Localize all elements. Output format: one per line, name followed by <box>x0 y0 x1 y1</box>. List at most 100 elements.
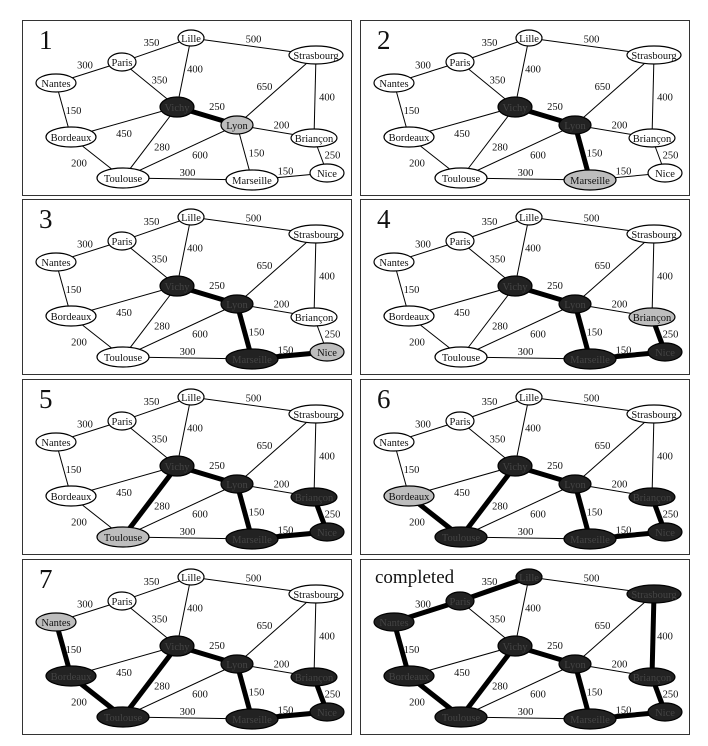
edge-strasbourg-briancon <box>651 233 655 318</box>
node-label: Lyon <box>226 660 248 671</box>
node-lille: Lille <box>515 208 543 226</box>
edge-weight-label: 500 <box>246 35 262 46</box>
node-toulouse-visited: Toulouse <box>96 706 150 728</box>
edge-weight-label: 500 <box>246 394 262 405</box>
edge-weight-label: 300 <box>77 61 93 72</box>
node-label: Lille <box>181 393 201 404</box>
edge-weight-label: 400 <box>319 272 335 283</box>
node-label: Bordeaux <box>51 133 93 144</box>
node-ellipse <box>626 584 682 604</box>
node-label: Nantes <box>41 438 70 449</box>
edge-weight-label: 200 <box>612 300 628 311</box>
edge-weight-label: 300 <box>518 347 534 358</box>
edge-strasbourg-briancon <box>313 54 317 139</box>
node-lyon-visited: Lyon <box>558 294 592 314</box>
edge-weight-label: 150 <box>616 526 632 537</box>
node-label: Nantes <box>379 438 408 449</box>
node-label: Marseille <box>232 355 272 366</box>
node-lille: Lille <box>177 29 205 47</box>
node-bordeaux: Bordeaux <box>383 305 435 327</box>
edge-weight-label: 500 <box>584 35 600 46</box>
node-ellipse <box>290 667 338 687</box>
edge-lille-vichy <box>176 396 192 467</box>
edge-weight-label: 400 <box>657 272 673 283</box>
node-label: Nice <box>317 348 337 359</box>
node-paris: Paris <box>107 411 137 431</box>
node-label: Lyon <box>226 480 248 491</box>
node-ellipse <box>220 294 254 314</box>
edge-weight-label: 400 <box>319 93 335 104</box>
node-label: Toulouse <box>442 353 481 364</box>
edge-lille-vichy <box>176 37 192 108</box>
node-ellipse <box>628 487 676 507</box>
edge-weight-label: 350 <box>152 76 168 87</box>
edge-weight-label: 350 <box>152 615 168 626</box>
node-ellipse <box>225 348 279 370</box>
edge-weight-label: 200 <box>274 480 290 491</box>
edge-weight-label: 200 <box>612 480 628 491</box>
edge-weight-label: 300 <box>518 707 534 718</box>
edge-weight-label: 200 <box>612 660 628 671</box>
edge-strasbourg-lyon <box>574 593 655 665</box>
edge-weight-label: 200 <box>71 159 87 170</box>
edge-weight-label: 400 <box>319 452 335 463</box>
node-briancon: Briançon <box>628 128 676 148</box>
edge-vichy-toulouse <box>460 106 516 179</box>
edge-lille-vichy <box>176 216 192 287</box>
edge-weight-label: 280 <box>154 502 170 513</box>
edge-weight-label: 500 <box>584 394 600 405</box>
edge-weight-label: 650 <box>257 261 273 272</box>
edge-weight-label: 300 <box>415 61 431 72</box>
node-ellipse <box>107 411 137 431</box>
edge-weight-label: 350 <box>144 38 160 49</box>
edge-weight-label: 450 <box>454 668 470 679</box>
edge-weight-label: 280 <box>154 143 170 154</box>
edge-weight-label: 150 <box>404 285 420 296</box>
node-toulouse-candidate: Toulouse <box>96 526 150 548</box>
node-label: Vichy <box>164 462 190 473</box>
node-paris-visited: Paris <box>445 591 475 611</box>
node-briancon-candidate: Briançon <box>628 307 676 327</box>
edge-weight-label: 450 <box>116 668 132 679</box>
node-label: Briançon <box>633 134 672 145</box>
node-nice-candidate: Nice <box>309 342 345 362</box>
node-ellipse <box>288 584 344 604</box>
node-vichy-visited: Vichy <box>497 96 533 118</box>
edge-weight-label: 450 <box>454 488 470 499</box>
node-ellipse <box>45 665 97 687</box>
edge-weight-label: 200 <box>71 518 87 529</box>
node-nice-visited: Nice <box>647 342 683 362</box>
node-bordeaux-visited: Bordeaux <box>45 665 97 687</box>
node-toulouse-visited: Toulouse <box>434 706 488 728</box>
edge-weight-label: 150 <box>278 346 294 357</box>
edge-weight-label: 200 <box>274 660 290 671</box>
node-label: Lyon <box>226 300 248 311</box>
node-briancon: Briançon <box>290 307 338 327</box>
node-label: Lyon <box>564 480 586 491</box>
node-paris: Paris <box>445 231 475 251</box>
node-label: Nice <box>655 708 675 719</box>
node-ellipse <box>45 126 97 148</box>
node-label: Paris <box>450 417 471 428</box>
edge-weight-label: 250 <box>547 641 563 652</box>
node-ellipse <box>373 432 415 452</box>
node-label: Lille <box>519 213 539 224</box>
node-ellipse <box>35 73 77 93</box>
edge-weight-label: 350 <box>152 255 168 266</box>
node-lille: Lille <box>515 29 543 47</box>
edge-weight-label: 400 <box>525 65 541 76</box>
node-bordeaux: Bordeaux <box>383 126 435 148</box>
node-label: Nice <box>317 708 337 719</box>
node-vichy-visited: Vichy <box>497 275 533 297</box>
node-label: Lille <box>519 393 539 404</box>
edge-weight-label: 280 <box>492 502 508 513</box>
edge-weight-label: 250 <box>547 461 563 472</box>
node-ellipse <box>288 224 344 244</box>
node-label: Strasbourg <box>293 590 339 601</box>
edge-lille-vichy <box>514 216 530 287</box>
edge-strasbourg-lyon <box>236 593 317 665</box>
node-lyon-visited: Lyon <box>558 474 592 494</box>
edge-weight-label: 280 <box>492 143 508 154</box>
step-label: 1 <box>39 25 53 55</box>
